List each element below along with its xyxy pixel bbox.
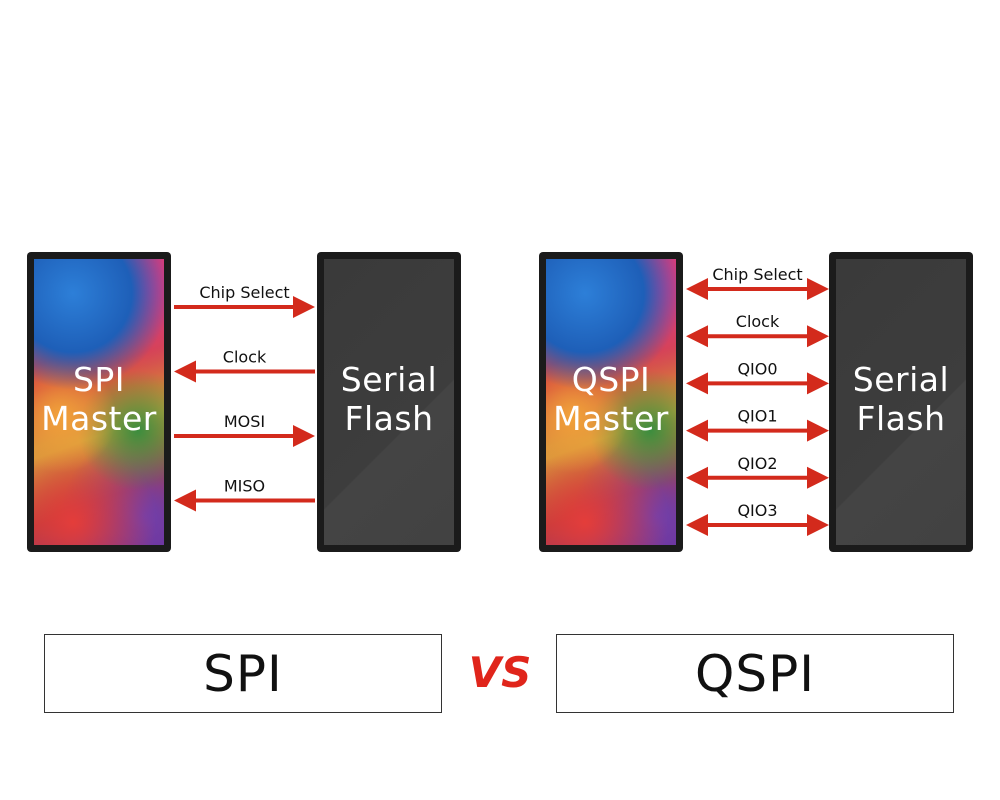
qspi-master-label-line2: Master: [553, 399, 669, 438]
spi-signal-chip-select: Chip Select: [174, 283, 315, 318]
spi-signal-clock: Clock: [174, 348, 315, 383]
spi-master-label-line1: SPI: [72, 360, 126, 399]
qspi-signal-qio3: QIO3: [686, 501, 829, 536]
spi-signal-miso: MISO: [174, 477, 315, 512]
arrowhead-right: [807, 325, 829, 348]
qspi-serial-flash-device: Serial Flash: [829, 252, 973, 552]
qspi-master-label-line1: QSPI: [571, 360, 651, 399]
spi-master-device: SPI Master: [27, 252, 171, 552]
signal-label: QIO1: [737, 407, 777, 426]
spi-serial-flash-device: Serial Flash: [317, 252, 461, 552]
arrowhead-left: [686, 372, 708, 395]
spi-flash-label: Serial Flash: [317, 360, 461, 438]
qspi-master-device: QSPI Master: [539, 252, 683, 552]
spi-master-label-line2: Master: [41, 399, 157, 438]
arrowhead-right: [807, 466, 829, 489]
qspi-flash-screen: [836, 259, 966, 545]
signal-label: MISO: [224, 477, 265, 496]
arrowhead-right: [807, 419, 829, 442]
signal-label: Clock: [223, 348, 267, 367]
spi-flash-label-line1: Serial: [340, 360, 438, 399]
qspi-signal-clock: Clock: [686, 312, 829, 348]
qspi-signal-qio0: QIO0: [686, 359, 829, 395]
arrowhead-right: [293, 425, 315, 447]
arrowhead-left: [686, 419, 708, 442]
spi-flash-screen: [324, 259, 454, 545]
vs-label: VS: [468, 648, 532, 697]
qspi-signal-chip-select: Chip Select: [686, 265, 829, 300]
signal-label: QIO0: [737, 359, 777, 378]
qspi-master-label: QSPI Master: [539, 360, 683, 438]
arrowhead-right: [807, 278, 829, 300]
spi-master-label: SPI Master: [27, 360, 171, 438]
signal-label: Chip Select: [712, 265, 802, 284]
qspi-signal-qio2: QIO2: [686, 454, 829, 489]
spi-flash-label-line2: Flash: [344, 399, 434, 438]
arrowhead-left: [686, 514, 708, 536]
signal-label: MOSI: [224, 412, 265, 431]
qspi-flash-label: Serial Flash: [829, 360, 973, 438]
qspi-flash-label-line2: Flash: [856, 399, 946, 438]
arrowhead-right: [807, 514, 829, 536]
arrowhead-left: [686, 278, 708, 300]
signal-label: QIO2: [737, 454, 777, 473]
arrowhead-left: [174, 360, 196, 383]
qspi-signal-qio1: QIO1: [686, 407, 829, 442]
qspi-master-screen: [546, 259, 676, 545]
signal-label: QIO3: [737, 501, 777, 520]
qspi-title-box: QSPI: [556, 634, 954, 713]
spi-title-box: SPI: [44, 634, 442, 713]
arrowhead-right: [807, 372, 829, 395]
spi-signal-mosi: MOSI: [174, 412, 315, 447]
arrowhead-left: [686, 325, 708, 348]
arrowhead-left: [174, 489, 196, 512]
arrowhead-left: [686, 466, 708, 489]
signal-label: Chip Select: [199, 283, 289, 302]
qspi-flash-label-line1: Serial: [852, 360, 950, 399]
signal-label: Clock: [736, 312, 780, 331]
spi-master-screen: [34, 259, 164, 545]
arrowhead-right: [293, 296, 315, 318]
